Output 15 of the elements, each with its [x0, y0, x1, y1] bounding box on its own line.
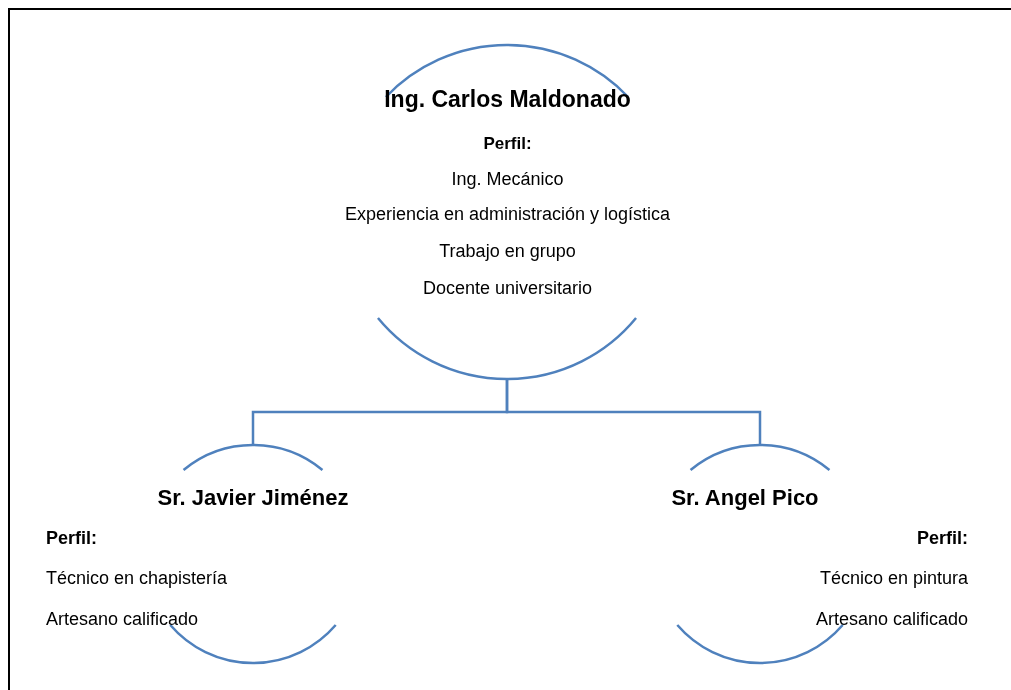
profile-heading: Perfil: — [483, 134, 532, 155]
profile-item: Artesano calificado — [46, 609, 199, 631]
person-name: Ing. Carlos Maldonado — [384, 86, 631, 114]
profile-item: Ing. Mecánico — [451, 169, 564, 191]
profile-item: Artesano calificado — [815, 609, 968, 631]
profile-item: Docente universitario — [422, 278, 593, 300]
profile-item: Experiencia en administración y logística — [344, 204, 671, 226]
profile-heading: Perfil: — [917, 528, 968, 550]
profile-item: Técnico en pintura — [819, 568, 968, 590]
connector-line — [505, 379, 762, 445]
person-name: Sr. Javier Jiménez — [157, 485, 349, 512]
profile-item: Trabajo en grupo — [439, 241, 576, 263]
person-name: Sr. Angel Pico — [671, 485, 819, 512]
profile-heading: Perfil: — [46, 528, 97, 550]
profile-item: Técnico en chapistería — [46, 568, 228, 590]
